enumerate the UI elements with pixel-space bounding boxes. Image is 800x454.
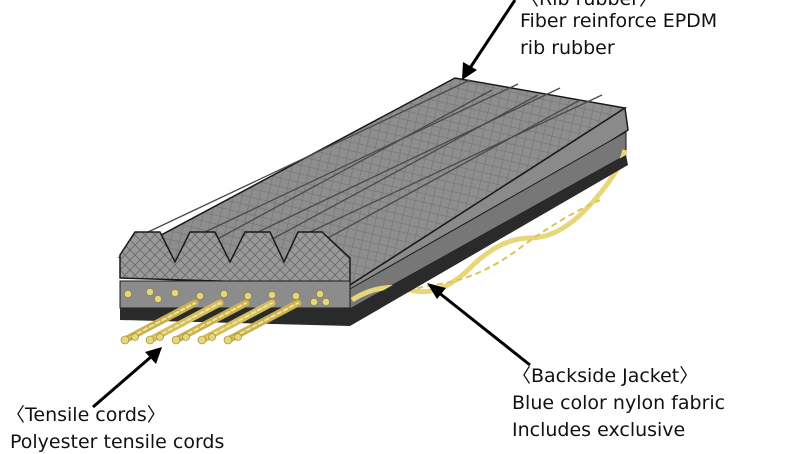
backside-jacket-line2: Includes exclusive (512, 419, 686, 441)
rib-rubber-line2: rib rubber (520, 37, 615, 59)
cord-dots (124, 288, 330, 306)
backside-jacket-side (348, 155, 628, 326)
tensile-cords-line1: Polyester tensile cords (10, 431, 225, 453)
rib-rubber-line1: Fiber reinforce EPDM (520, 10, 718, 32)
tensile-cord-ends (120, 333, 242, 345)
rib-ridges (147, 79, 603, 263)
arrow-tensile-cords (92, 347, 162, 409)
arrow-backside-jacket (427, 283, 531, 367)
arrow-rib-rubber (462, 0, 517, 80)
rib-rubber-heading: 〈Rib rubber〉 (520, 0, 658, 11)
backside-jacket-line1: Blue color nylon fabric (512, 392, 726, 414)
rib-front-profile (119, 231, 351, 286)
tensile-cords-heading: 〈Tensile cords〉 (6, 404, 166, 426)
backside-jacket-heading: 〈Backside Jacket〉 (512, 365, 699, 387)
